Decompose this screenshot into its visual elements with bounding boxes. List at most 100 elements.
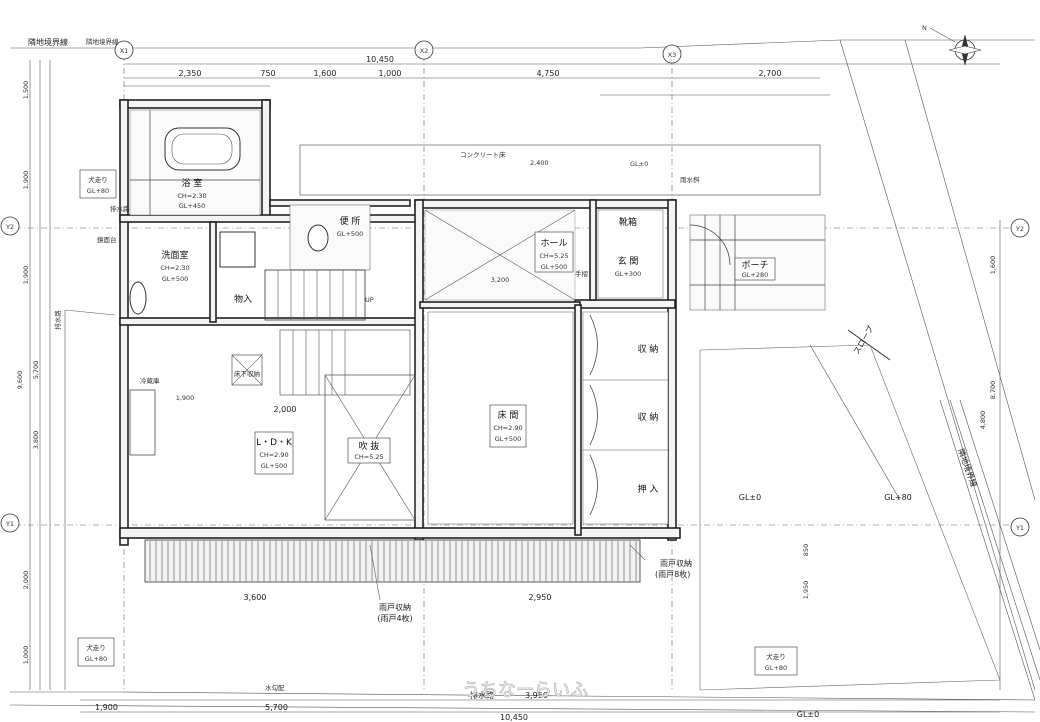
- entrance: 靴箱 玄 関 GL+300: [597, 209, 664, 299]
- hall-name: ホール: [540, 238, 567, 249]
- dogrun-left-name: 犬走り: [86, 643, 106, 652]
- sill-label: 排水路: [110, 204, 130, 213]
- dim-bottom-2: 5,700: [265, 703, 288, 712]
- compass-north-label: N: [922, 24, 927, 32]
- dim-right-2: 8,700: [989, 381, 997, 400]
- bath-gl: GL+450: [179, 202, 206, 210]
- dim-left-5: 9,600: [16, 371, 24, 390]
- slope-bottom-label: 水勾配: [265, 683, 285, 692]
- dim-right-3: 4,800: [979, 411, 987, 430]
- washroom-ch: CH=2.30: [160, 264, 189, 272]
- dim-mid-3: 2,000: [274, 405, 297, 414]
- dogrun-top-left: 犬走り GL+80: [79, 169, 117, 199]
- dogrun-bottom-left: 犬走り GL+80: [77, 637, 115, 667]
- ldk-gl: GL+500: [261, 462, 288, 470]
- dim-bottom-total: 10,450: [500, 713, 528, 722]
- bath-name: 浴 室: [182, 177, 203, 189]
- toilet-gl: GL+500: [337, 230, 364, 238]
- dogrun-right-name: 犬走り: [766, 652, 786, 661]
- drain-left-label: 排水路: [53, 310, 62, 330]
- rain1b-label: (雨戸4枚): [377, 613, 412, 623]
- grid-label-y2-right: Y2: [1015, 225, 1024, 233]
- grid-label-x1: X1: [120, 47, 129, 55]
- washroom-gl: GL+500: [162, 275, 189, 283]
- void-area: 吹 抜 CH=5.25: [324, 374, 416, 521]
- rain1-label: 雨戸収納: [379, 602, 411, 612]
- dim-bottom-3: 3,950: [525, 691, 548, 700]
- drain-bottom-label: 排水路: [470, 690, 494, 700]
- site-boundary: [9, 39, 1036, 713]
- shutter-notes: 雨戸収納 (雨戸4枚) 雨戸収納 (雨戸8枚) 3,600 2,950 2,00…: [244, 405, 692, 623]
- closets: 収 納 収 納 押 入: [582, 311, 669, 525]
- slope-label: スロープ: [852, 324, 876, 356]
- stairs: 物入 UP: [234, 269, 411, 396]
- dim-bottom-1: 1,900: [95, 703, 118, 712]
- toilet-name: 便 所: [340, 215, 361, 227]
- dogrun-top-gl: GL+80: [87, 187, 109, 195]
- dim-mid-2: 2,950: [529, 593, 552, 602]
- dim-left-3: 1,900: [22, 266, 30, 285]
- grid-label-x2: X2: [420, 47, 429, 55]
- dimensions-top: 10,450 2,350 750 1,600 1,000 4,750 2,700…: [28, 37, 1000, 96]
- concrete-label: コンクリート床: [460, 150, 506, 159]
- porch-gl: GL+280: [742, 271, 769, 279]
- storage-name: 物入: [234, 293, 252, 305]
- dim-top-3: 1,600: [314, 69, 337, 78]
- closet3-name: 押 入: [638, 483, 659, 495]
- grid-label-y1-right: Y1: [1015, 524, 1024, 532]
- void-ch: CH=5.25: [354, 453, 383, 461]
- closet1-name: 収 納: [638, 343, 659, 355]
- ldk-ch: CH=2.90: [259, 451, 288, 459]
- bath-ch: CH=2.30: [177, 192, 206, 200]
- north-compass: N: [922, 24, 982, 66]
- stairs-up-label: UP: [365, 296, 374, 304]
- dogrun-left-gl: GL+80: [85, 655, 107, 663]
- washroom: 洗面室 CH=2.30 GL+500 鏡面台: [97, 231, 256, 315]
- watermark: うちなーらいふ: [462, 680, 588, 701]
- dim-left-8: 1,000: [22, 646, 30, 665]
- dimensions-bottom: 1,900 5,700 3,950 10,450 排水路 水勾配: [80, 683, 1000, 722]
- dogrun-top-name: 犬走り: [88, 175, 108, 184]
- dogrun-right-gl: GL+80: [765, 664, 787, 672]
- drain-note: 雨水桝: [680, 175, 700, 184]
- dim-left-2: 1,900: [22, 171, 30, 190]
- dim-right-4: 850: [802, 544, 810, 556]
- grid-label-y1-left: Y1: [5, 520, 14, 528]
- concrete-gl: GL±0: [630, 160, 648, 168]
- road-east-label: 隣地境界線: [956, 447, 979, 488]
- dimensions-left: 1,500 1,900 1,900 5,700 9,600 3,800 2,00…: [16, 60, 62, 690]
- porch-name: ポーチ: [741, 260, 768, 271]
- ldk-name: L・D・K: [256, 438, 293, 448]
- hall-ch: CH=5.25: [539, 252, 568, 260]
- dim-top-1: 2,350: [179, 69, 202, 78]
- dim-mid-1: 3,600: [244, 593, 267, 602]
- rain2b-label: (雨戸8枚): [655, 569, 690, 579]
- grid-bubble-x3: X3: [662, 44, 682, 64]
- dim-top-4: 1,000: [379, 69, 402, 78]
- dim-right-5: 1,950: [802, 581, 810, 600]
- handrail-label: 手摺: [575, 269, 589, 278]
- outdoor-gl0-bottom: GL±0: [797, 710, 819, 719]
- entrance-name: 玄 関: [618, 255, 639, 267]
- porch: ポーチ GL+280: [689, 214, 826, 311]
- dimensions-right: 1,600 8,700 4,800 850 1,950 隣地境界線 スロープ: [802, 220, 1001, 690]
- dim-top-6: 2,700: [759, 69, 782, 78]
- mirror-label: 鏡面台: [97, 235, 117, 244]
- dim-top-5: 4,750: [537, 69, 560, 78]
- entrance-gl: GL+300: [615, 270, 642, 278]
- japanese-name: 床 間: [498, 409, 519, 421]
- dim-left-4: 5,700: [32, 361, 40, 380]
- void-name: 吹 抜: [359, 440, 380, 452]
- concrete-area: コンクリート床 2,400 GL±0 雨水桝 排水路: [110, 144, 821, 213]
- shoebox-name: 靴箱: [619, 216, 637, 228]
- japanese-room: 床 間 CH=2.90 GL+500: [427, 311, 574, 525]
- closet2-name: 収 納: [638, 411, 659, 423]
- hall-dim: 3,200: [491, 276, 510, 284]
- boundary-top-label-main: 隣地境界線: [86, 37, 119, 46]
- toilet: 便 所 GL+500: [289, 204, 371, 271]
- hall: ホール CH=5.25 GL+500 3,200 手摺: [424, 209, 589, 301]
- washroom-name: 洗面室: [161, 249, 188, 261]
- outdoor-area: GL±0 GL+80 GL±0: [699, 344, 1001, 719]
- grid-bubble-y2-left: Y2: [0, 216, 20, 236]
